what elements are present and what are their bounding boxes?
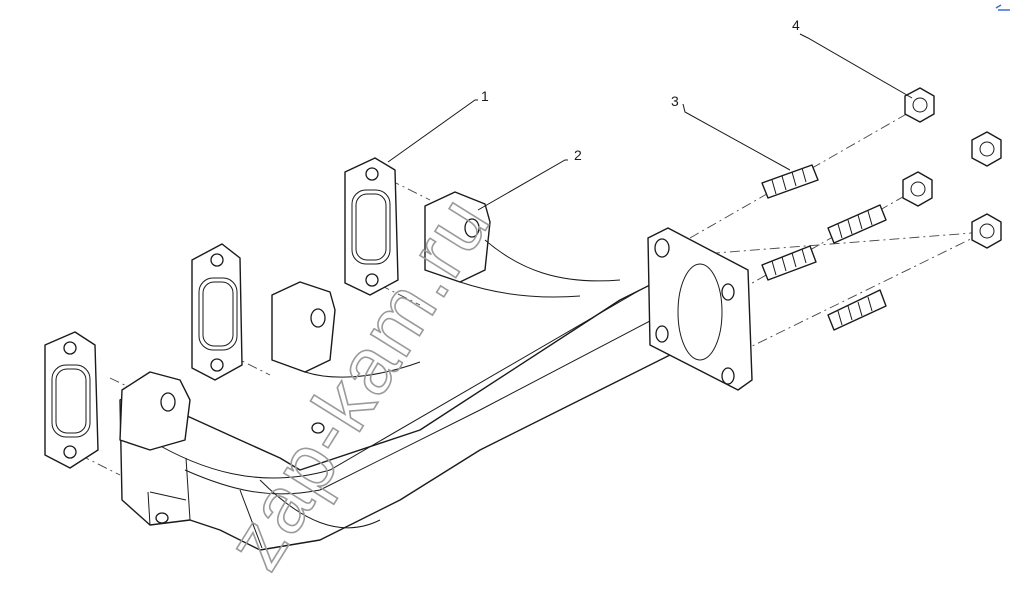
exhaust-manifold	[119, 191, 753, 551]
nut-3	[902, 171, 933, 207]
callout-3: 3	[671, 93, 679, 109]
corner-mark-icon	[995, 4, 1010, 11]
gasket-left	[44, 331, 99, 469]
stud-4	[827, 289, 887, 331]
stud-3	[827, 204, 887, 244]
callout-4: 4	[792, 17, 800, 33]
nut-4	[971, 213, 1002, 249]
nut-1	[904, 87, 935, 123]
gasket-right	[344, 157, 399, 296]
gasket-middle	[191, 243, 243, 381]
stud-1	[761, 164, 819, 199]
leader-lines	[387, 33, 913, 211]
stud-2	[761, 245, 817, 281]
callout-2: 2	[574, 147, 582, 163]
callout-1: 1	[481, 88, 489, 104]
nut-2	[971, 131, 1002, 167]
